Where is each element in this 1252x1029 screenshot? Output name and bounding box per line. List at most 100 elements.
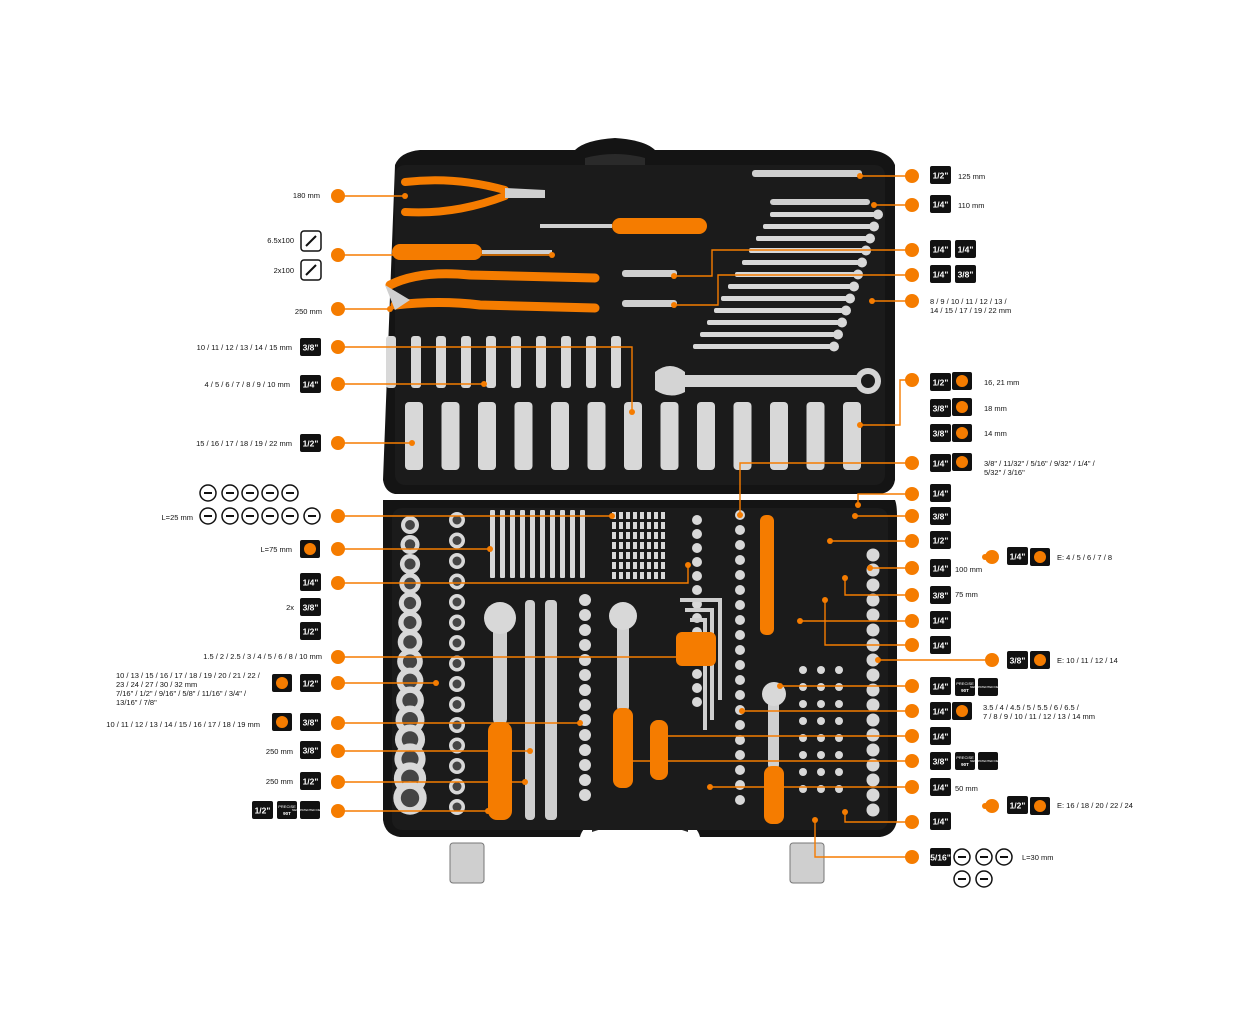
badge-box [930, 559, 951, 577]
callout-end [671, 273, 677, 279]
torx-socket [835, 666, 843, 674]
long-bit [490, 510, 495, 578]
bit-type-glyph [204, 515, 212, 517]
badge-box [955, 240, 976, 258]
badge-text: 3/8" [303, 718, 319, 728]
socket-38-bore [452, 679, 462, 689]
callout-end [487, 546, 493, 552]
callout-dot [905, 780, 919, 794]
callout-dot [905, 614, 919, 628]
label-extension-12: 250 mm [266, 777, 293, 786]
label-bits-25: L=25 mm [162, 513, 193, 522]
badge-text: 1/2" [1010, 801, 1026, 811]
label-sockets-12-line1: 10 / 13 / 15 / 16 / 17 / 18 / 19 / 20 / … [116, 671, 261, 680]
screwdriver-top [540, 218, 707, 234]
label-inch-sockets-line2: 5/32" / 3/16" [984, 468, 1025, 477]
short-bit [633, 562, 637, 569]
callout-end [737, 512, 743, 518]
lid-deep-sockets [386, 336, 861, 470]
bit-type-glyph [266, 515, 274, 517]
callout-end [387, 306, 393, 312]
torx-socket [835, 768, 843, 776]
badge-box [300, 741, 321, 759]
socket-12-bore [402, 673, 418, 689]
wrench [756, 236, 867, 241]
badge-text: 3/8" [933, 429, 949, 439]
socket-14 [579, 609, 591, 621]
short-bit [647, 512, 651, 519]
socket-12-bore [403, 635, 417, 649]
short-bit [626, 552, 630, 559]
socket-14-mid [735, 600, 745, 610]
short-bit [661, 522, 665, 529]
long-bit [570, 510, 575, 578]
drive-badge: 3/8" [930, 399, 951, 417]
bit-type-glyph [1000, 856, 1008, 858]
deep-socket-small [386, 336, 396, 388]
callout-line [739, 462, 912, 515]
socket-12-bore [405, 520, 415, 530]
socket-right [866, 773, 880, 787]
short-bit [647, 572, 651, 579]
short-bit [626, 522, 630, 529]
wrench-ring [841, 305, 851, 316]
callout-line [338, 346, 633, 412]
drive-badge: 3/8" [300, 713, 321, 731]
drive-badge: 1/2" [1007, 796, 1028, 814]
patent-text: NEW PATENTED DESIGN [970, 685, 1006, 689]
torx-socket [817, 785, 825, 793]
socket-12-bore [404, 539, 416, 550]
badge-text: 1/4" [303, 380, 319, 390]
torx-socket [835, 683, 843, 691]
badge-text: 3/8" [933, 512, 949, 522]
torx-socket [799, 751, 807, 759]
callout-end [577, 720, 583, 726]
long-bit [560, 510, 565, 578]
torx-socket [799, 683, 807, 691]
right-annotations: 125 mm 110 mm 8 / 9 / 10 / 11 / 12 / 13 … [930, 172, 1133, 862]
drive-size-badges: 3/8"1/4"1/2"1/4"3/8"1/2"1/2"3/8"3/8"1/2"… [252, 166, 1028, 866]
label-spark-16-21: 16, 21 mm [984, 378, 1019, 387]
badge-box [930, 727, 951, 745]
large-wrench [655, 366, 881, 396]
deep-socket-small [511, 336, 521, 388]
socket-14-mid [735, 660, 745, 670]
callout-end [629, 409, 635, 415]
ratchet-three8 [609, 602, 637, 788]
short-bit [640, 572, 644, 579]
short-bit [633, 512, 637, 519]
badge-box [930, 399, 951, 417]
socket-14 [579, 774, 591, 786]
torx-socket [799, 734, 807, 742]
wrench [721, 296, 847, 301]
callout-lines [331, 169, 999, 864]
callout-end [871, 202, 877, 208]
label-sockets-14-line1: 3.5 / 4 / 4.5 / 5 / 5.5 / 6 / 6.5 / [983, 703, 1080, 712]
wrench-ring [857, 257, 867, 268]
badge-text: 1/4" [933, 682, 949, 692]
torx-socket [835, 751, 843, 759]
label-ext-50: 50 mm [955, 784, 978, 793]
feature-text: PRECISE [956, 681, 974, 686]
callout-end [822, 597, 828, 603]
socket-14-mid [735, 570, 745, 580]
socket-right [866, 608, 880, 622]
badge-box [955, 265, 976, 283]
drive-badge: 1/4" [930, 559, 951, 577]
socket-14 [579, 789, 591, 801]
deep-socket-small [561, 336, 571, 388]
torx-socket [817, 700, 825, 708]
bit-type-glyph [204, 492, 212, 494]
callout-end [797, 618, 803, 624]
socket-14 [692, 529, 702, 539]
badge-box [930, 611, 951, 629]
short-bit [640, 532, 644, 539]
callout-end [527, 748, 533, 754]
label-pliers2-length: 250 mm [295, 307, 322, 316]
badge-text: 1/4" [958, 245, 974, 255]
short-bit [612, 552, 616, 559]
universal-joint [760, 515, 774, 635]
socket-38-bore [452, 720, 462, 730]
badge-text: 1/2" [303, 679, 319, 689]
socket-14 [692, 697, 702, 707]
